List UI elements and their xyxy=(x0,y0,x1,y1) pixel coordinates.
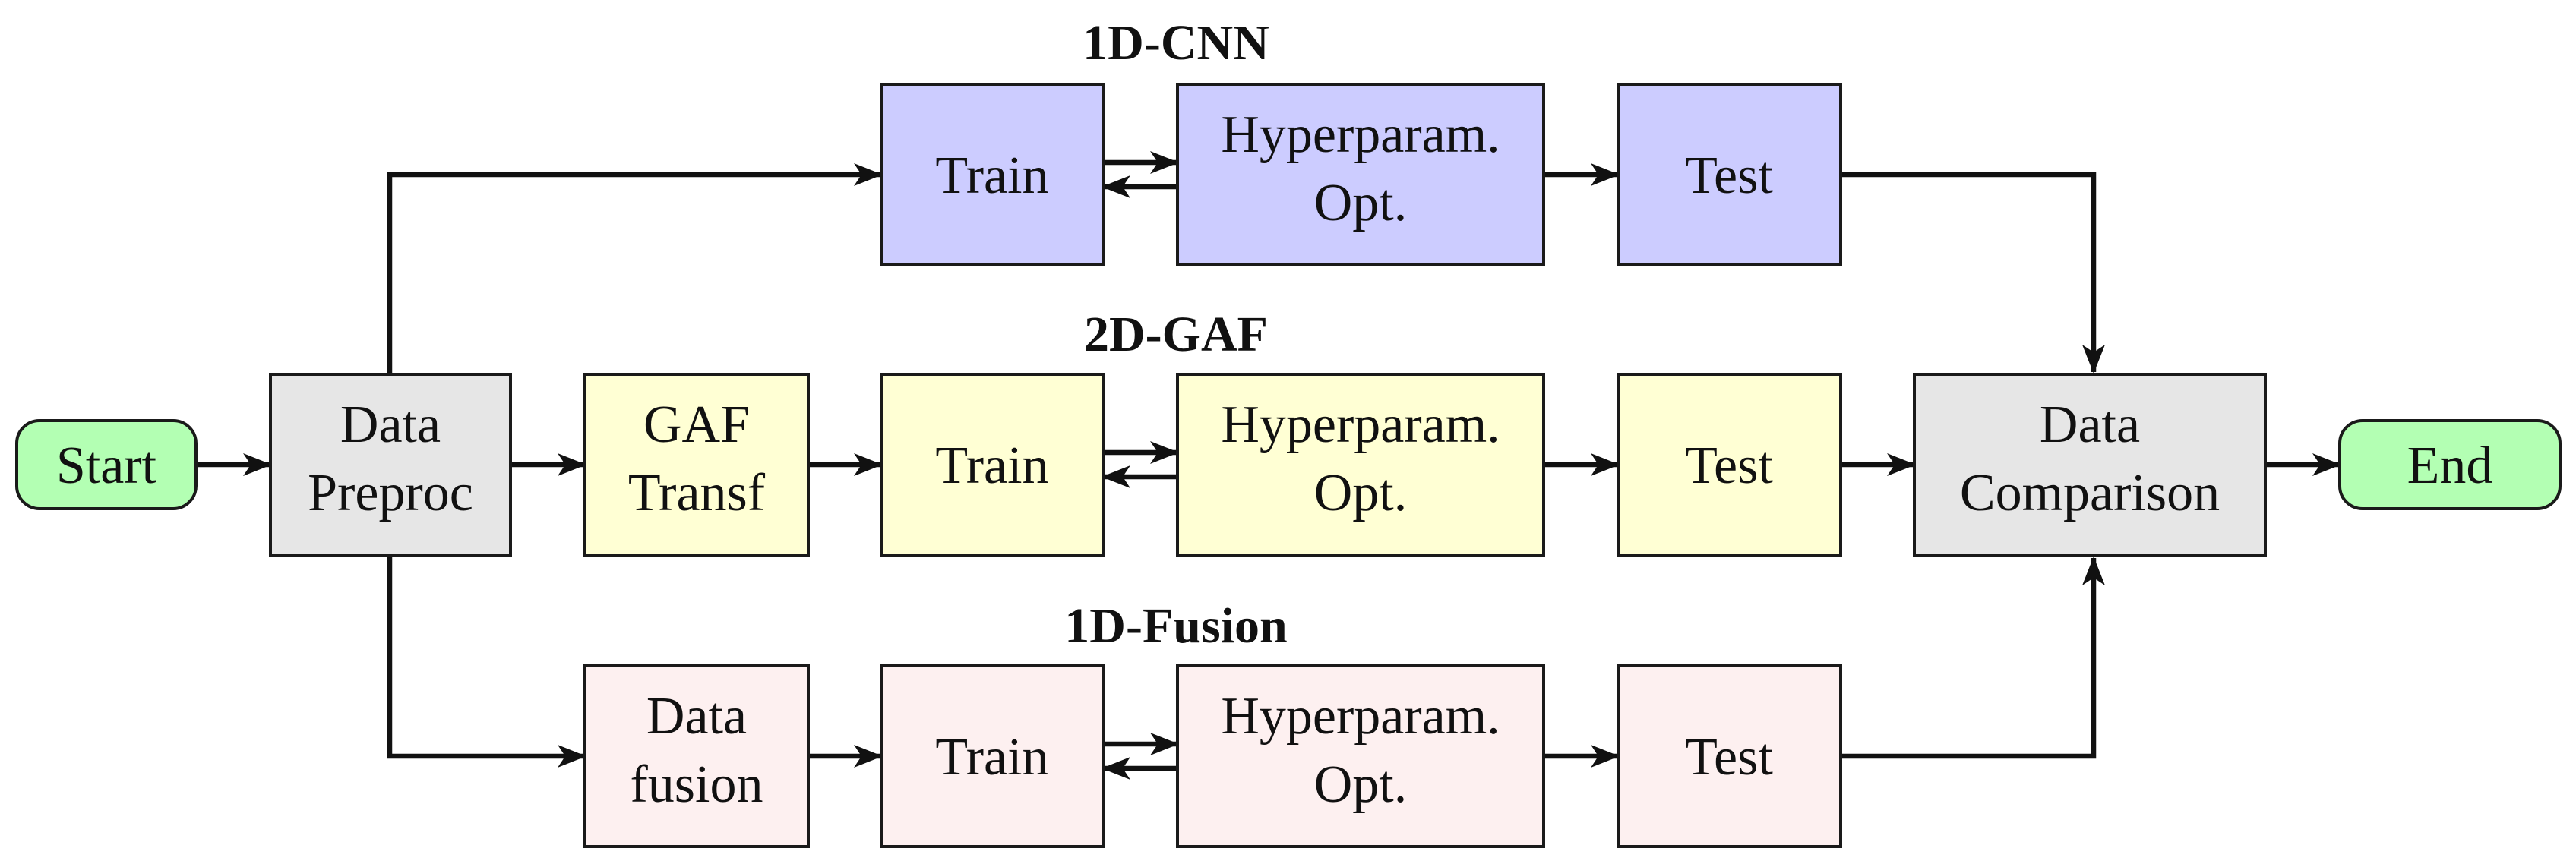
data-comparison-label-line2: Comparison xyxy=(1960,464,2220,522)
start-node: Start xyxy=(15,419,198,510)
data-comparison-node: Data Comparison xyxy=(1913,373,2267,557)
fusion-train-label: Train xyxy=(935,728,1048,787)
cnn-hyperparam-label-line1: Hyperparam. xyxy=(1221,106,1500,164)
gaf-test-node: Test xyxy=(1617,373,1842,557)
fusion-hyperparam-label-line2: Opt. xyxy=(1314,755,1408,814)
cnn-hyperparam-label-line2: Opt. xyxy=(1314,174,1408,232)
data-comparison-label-line1: Data xyxy=(2040,396,2140,454)
data-fusion-label-line1: Data xyxy=(646,687,747,746)
data-fusion-label-line2: fusion xyxy=(631,755,763,814)
data-fusion-node: Data fusion xyxy=(583,664,810,848)
end-node: End xyxy=(2338,419,2562,510)
data-preproc-node: Data Preproc xyxy=(269,373,512,557)
gaf-transf-node: GAF Transf xyxy=(583,373,810,557)
fusion-train-node: Train xyxy=(880,664,1105,848)
gaf-test-label: Test xyxy=(1685,437,1773,495)
gaf-train-label: Train xyxy=(935,437,1048,495)
data-preproc-label-line2: Preproc xyxy=(308,464,473,522)
cnn-test-node: Test xyxy=(1617,83,1842,266)
arrow-fusion-test-to-comparison xyxy=(1841,557,2105,759)
branch-label-1d-cnn: 1D-CNN xyxy=(1083,15,1269,71)
arrow-preproc-to-data-fusion xyxy=(387,556,586,768)
cnn-hyperparam-node: Hyperparam. Opt. xyxy=(1176,83,1545,266)
branch-label-2d-gaf: 2D-GAF xyxy=(1084,307,1268,362)
cnn-test-label: Test xyxy=(1685,147,1773,205)
gaf-hyperparam-node: Hyperparam. Opt. xyxy=(1176,373,1545,557)
data-preproc-label-line1: Data xyxy=(340,396,441,454)
gaf-train-node: Train xyxy=(880,373,1105,557)
connectors xyxy=(196,151,2341,780)
fusion-hyperparam-node: Hyperparam. Opt. xyxy=(1176,664,1545,848)
start-label: Start xyxy=(56,437,157,495)
arrow-preproc-to-cnn-train xyxy=(387,163,883,374)
cnn-train-label: Train xyxy=(935,147,1048,205)
end-label: End xyxy=(2407,437,2493,495)
fusion-test-node: Test xyxy=(1617,664,1842,848)
cnn-train-node: Train xyxy=(880,83,1105,266)
fusion-hyperparam-label-line1: Hyperparam. xyxy=(1221,687,1500,746)
gaf-transf-label-line2: Transf xyxy=(628,464,766,522)
gaf-hyperparam-label-line2: Opt. xyxy=(1314,464,1408,522)
arrow-cnn-test-to-comparison xyxy=(1841,172,2105,374)
gaf-transf-label-line1: GAF xyxy=(643,396,750,454)
gaf-hyperparam-label-line1: Hyperparam. xyxy=(1221,396,1500,454)
branch-label-1d-fusion: 1D-Fusion xyxy=(1064,598,1287,654)
fusion-test-label: Test xyxy=(1685,728,1773,787)
